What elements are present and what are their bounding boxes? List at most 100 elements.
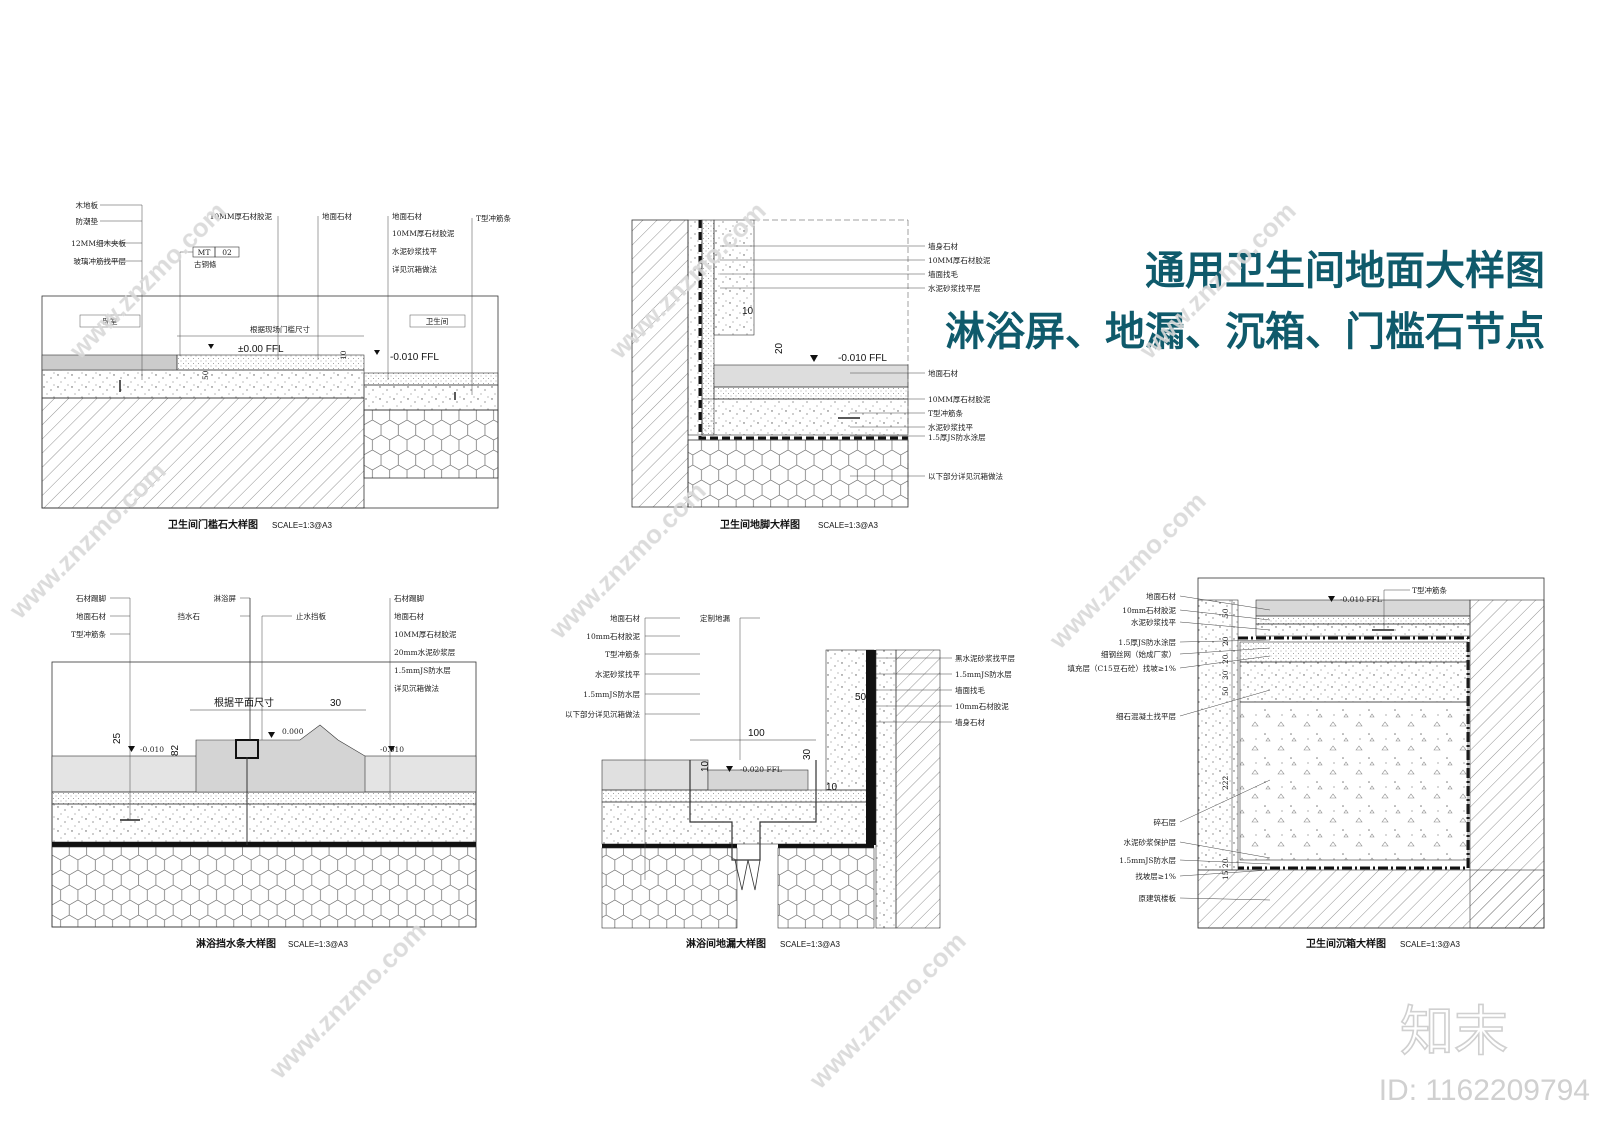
watermark-text-6: www.znzmo.com: [1042, 486, 1211, 655]
title-line-1: 通用卫生间地面大样图: [1145, 248, 1545, 294]
p3-dim-25: 25: [112, 732, 123, 744]
p4-label-left-4: 1.5mmJS防水层: [583, 689, 640, 699]
p2-level: -0.010 FFL: [838, 353, 887, 364]
p1-tag-code: MT: [198, 248, 211, 257]
p4-label-right-1: 1.5mmJS防水层: [955, 669, 1012, 679]
p5-label-11: 原建筑楼板: [1139, 893, 1177, 903]
p2-label-2: 墙面找毛: [928, 269, 958, 279]
p3-dim-note: 根据平面尺寸: [214, 696, 274, 709]
panel-threshold-stone: 木地板 防潮垫 12MM细木夹板 玻璃冲筋找平层 MT 02 古铜條 10MM厚…: [41, 200, 512, 531]
p5-dim-5: 222: [1221, 775, 1230, 790]
p3-label-left-1: 地面石材: [76, 611, 106, 621]
p4-label-right-4: 墙身石材: [955, 717, 985, 727]
p4-label-right-0: 黑水泥砂浆找平层: [955, 653, 1015, 663]
p5-label-5: 填充层（C15豆石砼）找坡≥1%: [1068, 663, 1176, 673]
p4-label-left-5: 以下部分详见沉箱做法: [565, 709, 640, 719]
p5-dim-4: 50: [1221, 686, 1230, 696]
p3-scale: SCALE=1:3@A3: [288, 940, 348, 949]
p2-label-8: 1.5厚JS防水涂层: [928, 432, 986, 442]
p5-dim-1: 20: [1221, 636, 1230, 646]
p3-label-right-1: 地面石材: [394, 611, 424, 621]
p3-label-mid-0: 淋浴屏: [214, 593, 237, 603]
p4-label-left-3: 水泥砂浆找平: [595, 669, 640, 679]
drawing-title: 通用卫生间地面大样图 淋浴屏、地漏、沉箱、门槛石节点: [945, 248, 1545, 355]
p1-label-left-3: 玻璃冲筋找平层: [74, 256, 127, 266]
p1-label-mid-1: 地面石材: [322, 211, 352, 221]
p1-label-left-0: 木地板: [76, 200, 99, 210]
p2-label-0: 墙身石材: [928, 241, 958, 251]
p3-label-right-0: 石材踢脚: [394, 593, 424, 603]
p4-dim-10a: 10: [700, 760, 711, 772]
p3-label-right-5: 详见沉箱做法: [394, 683, 439, 693]
p1-tag-name: 古铜條: [194, 259, 217, 269]
p5-label-10: 找坡层≥1%: [1135, 871, 1176, 881]
p2-label-3: 水泥砂浆找平层: [928, 283, 981, 293]
p3-label-stop: 止水挡板: [296, 611, 326, 621]
p5-level: -0.010 FFL: [1340, 595, 1382, 604]
p2-dim-10: 10: [742, 306, 754, 317]
p5-dim-2: 20: [1221, 654, 1230, 664]
p3-level-c: -0.010: [380, 745, 404, 754]
p4-dim-100: 100: [748, 728, 765, 739]
p2-dim-20: 20: [774, 342, 785, 354]
p2-caption: 卫生间地脚大样图: [720, 518, 800, 531]
p4-dim-50: 50: [855, 692, 867, 703]
panel-shower-water-bar: 石材踢脚 地面石材 T型冲筋条 淋浴屏 挡水石 止水挡板 石材踢脚 地面石材 1…: [51, 593, 477, 950]
p5-label-9: 1.5mmJS防水层: [1119, 855, 1176, 865]
p2-label-5: 10MM厚石材胶泥: [928, 394, 991, 404]
p4-level: -0.020 FFL: [740, 765, 782, 774]
p5-label-6: 细石混凝土找平层: [1116, 711, 1176, 721]
p4-label-left-2: T型冲筋条: [605, 649, 641, 659]
p5-label-0: 地面石材: [1146, 591, 1176, 601]
p4-label-drain: 定制地漏: [700, 613, 730, 623]
p5-dim-3: 30: [1221, 670, 1230, 680]
p3-label-left-2: T型冲筋条: [71, 629, 107, 639]
p4-label-left-1: 10mm石材胶泥: [586, 631, 640, 641]
panel-floor-drain: 定制地漏 地面石材 10mm石材胶泥 T型冲筋条 水泥砂浆找平 1.5mmJS防…: [565, 613, 1015, 950]
p1-room-left: 卧室: [103, 316, 118, 326]
panel-skirting: 墙身石材 10MM厚石材胶泥 墙面找毛 水泥砂浆找平层 地面石材 10MM厚石材…: [631, 219, 1003, 531]
p3-label-mid-1: 挡水石: [178, 611, 201, 621]
p4-caption: 淋浴间地漏大样图: [686, 937, 766, 950]
title-line-2: 淋浴屏、地漏、沉箱、门槛石节点: [945, 309, 1545, 355]
p1-room-right: 卫生间: [426, 316, 449, 326]
p1-label-mid-0: 10MM厚石材胶泥: [210, 211, 273, 221]
p1-label-left-2: 12MM细木夹板: [71, 238, 126, 248]
p3-label-left-0: 石材踢脚: [76, 593, 106, 603]
p1-scale: SCALE=1:3@A3: [272, 521, 332, 530]
watermark-text-8: www.znzmo.com: [802, 926, 971, 1095]
p1-level-1: ±0.00 FFL: [238, 344, 284, 355]
p2-label-4: 地面石材: [928, 368, 958, 378]
p1-dim-note: 根据现场门槛尺寸: [250, 324, 310, 334]
p5-dim-7: 15: [1221, 870, 1230, 880]
p1-label-right-3: 详见沉箱做法: [392, 264, 437, 274]
p5-dim-0: 50: [1221, 608, 1230, 618]
p1-label-right-1: 10MM厚石材胶泥: [392, 228, 455, 238]
p3-dim-82: 82: [170, 744, 181, 756]
p1-label-right-2: 水泥砂浆找平: [392, 246, 437, 256]
p1-tag-num: 02: [222, 248, 232, 257]
p1-label-left-1: 防潮垫: [76, 216, 99, 226]
p1-label-t: T型冲筋条: [476, 213, 512, 223]
p3-level-b: 0.000: [282, 727, 304, 736]
p2-label-7: 水泥砂浆找平: [928, 422, 973, 432]
p3-label-right-2: 10MM厚石材胶泥: [394, 629, 457, 639]
p2-label-6: T型冲筋条: [928, 408, 964, 418]
p5-caption: 卫生间沉箱大样图: [1306, 937, 1386, 950]
p4-label-left-0: 地面石材: [610, 613, 640, 623]
p1-dim-50: 50: [201, 370, 210, 380]
p3-caption: 淋浴挡水条大样图: [196, 937, 276, 950]
p1-caption: 卫生间门槛石大样图: [168, 518, 258, 531]
p3-dim-30: 30: [330, 698, 342, 709]
p1-dim-10: 10: [339, 350, 348, 360]
p1-label-right-0: 地面石材: [392, 211, 422, 221]
p5-label-2: 水泥砂浆找平: [1131, 617, 1176, 627]
watermark-id: ID: 1162209794: [1379, 1074, 1590, 1107]
p2-label-1: 10MM厚石材胶泥: [928, 255, 991, 265]
watermark-logo: 知末: [1400, 1000, 1508, 1063]
p3-label-right-3: 20mm水泥砂浆层: [394, 647, 456, 657]
p3-level-a: -0.010: [140, 745, 164, 754]
p5-label-4: 细钢丝网（始成厂家）: [1101, 649, 1176, 659]
p3-label-right-4: 1.5mmJS防水层: [394, 665, 451, 675]
